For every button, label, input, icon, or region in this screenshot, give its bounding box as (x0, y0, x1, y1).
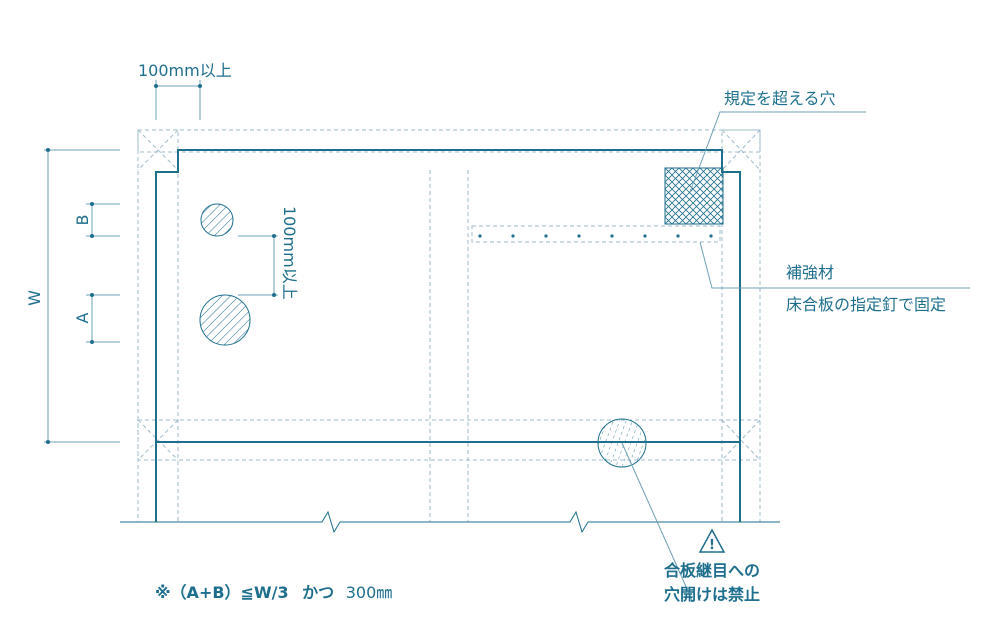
reinforcement-nails (478, 234, 713, 238)
reinforcement-label-2: 床合板の指定釘で固定 (786, 295, 946, 314)
side-dimension (238, 234, 278, 297)
formula-text: ※（A+B）≦W/3 かつ 300㎜ (155, 583, 392, 602)
svg-text:!: ! (709, 538, 715, 553)
small-hole (200, 203, 234, 237)
joint-warning-line-1: 合板継目への (664, 561, 760, 580)
reinforcement-leader (699, 241, 970, 289)
large-hole (199, 294, 251, 346)
formula-and: かつ (302, 583, 334, 602)
a-dimension-label: A (73, 312, 92, 323)
formula-prefix: ※（A+B）≦W/3 (155, 583, 289, 602)
b-dimension-label: B (73, 215, 92, 226)
formula-suffix: 300㎜ (346, 583, 393, 602)
top-dimension-label: 100mm以上 (138, 61, 232, 80)
reinforcement-label-1: 補強材 (786, 263, 834, 282)
side-dimension-label: 100mm以上 (280, 206, 299, 300)
over-limit-label: 規定を超える穴 (724, 89, 836, 108)
w-dimension-label: W (25, 290, 44, 306)
warning-icon: ! (698, 528, 726, 553)
over-limit-hole (664, 167, 724, 225)
joint-warning-line-2: 穴開けは禁止 (664, 585, 760, 604)
joint-leader (621, 442, 693, 601)
a-dimension (86, 293, 120, 344)
b-dimension (86, 202, 120, 238)
ground-line (120, 510, 780, 534)
top-dimension (154, 80, 202, 120)
w-dimension (44, 148, 120, 444)
over-limit-leader (689, 111, 866, 193)
